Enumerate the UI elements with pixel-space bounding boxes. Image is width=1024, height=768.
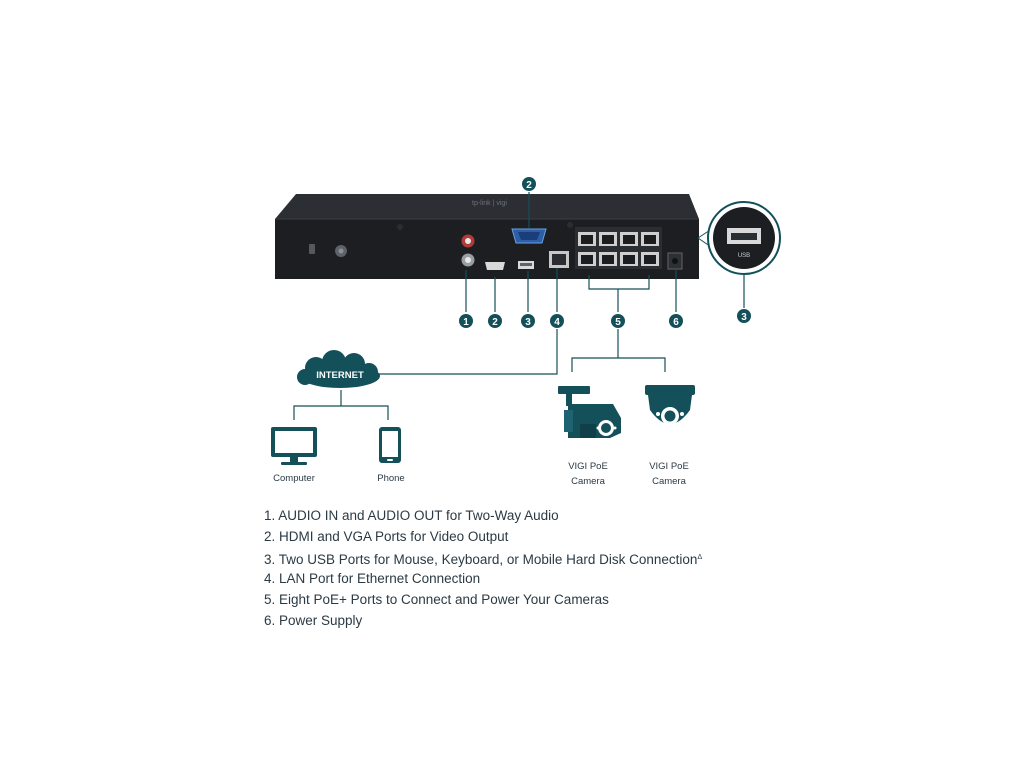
legend-item-4: 4. LAN Port for Ethernet Connection [264,571,481,586]
callout-badge-3-right: 3 [737,309,751,323]
callout-badge-1: 1 [459,314,473,328]
bullet-camera-label-line2: Camera [571,476,606,487]
internet-cloud: INTERNET [297,350,380,388]
svg-text:3: 3 [741,312,747,323]
poe-port-3 [620,232,638,246]
callout-leaders [465,192,745,312]
dome-camera-label-line1: VIGI PoE [649,461,689,472]
computer-label: Computer [273,473,315,484]
poe-port-2 [599,232,617,246]
poe-port-8 [641,252,659,266]
computer-icon [271,427,317,465]
poe-ports [575,227,662,269]
network-lines [293,329,666,420]
device-logo: tp-link | vigi [472,200,507,207]
callout-badge-6: 6 [669,314,683,328]
callout-badge-2: 2 [488,314,502,328]
phone-label: Phone [377,473,404,484]
vga-port [511,228,547,244]
legend-item-3: 3. Two USB Ports for Mouse, Keyboard, or… [264,547,702,568]
poe-port-5 [578,252,596,266]
usb-port [518,261,534,269]
port-legend: 1. AUDIO IN and AUDIO OUT for Two-Way Au… [264,505,702,631]
bullet-camera-icon [558,386,621,438]
poe-port-6 [599,252,617,266]
usb-zoom-label: USB [738,253,750,259]
legend-item-5: 5. Eight PoE+ Ports to Connect and Power… [264,592,609,607]
svg-text:3: 3 [525,317,531,328]
audio-ports [461,234,475,267]
usb-zoom: USB [697,201,781,275]
svg-text:6: 6 [673,317,679,328]
poe-port-4 [641,232,659,246]
lock-slot [309,244,315,254]
svg-text:5: 5 [615,317,621,328]
callout-badge-3: 3 [521,314,535,328]
legend-item-1: 1. AUDIO IN and AUDIO OUT for Two-Way Au… [264,508,559,523]
bullet-camera-label-line1: VIGI PoE [568,461,608,472]
dome-camera-label-line2: Camera [652,476,687,487]
legend-item-3-text: 3. Two USB Ports for Mouse, Keyboard, or… [264,552,698,567]
nvr-device: tp-link | vigi [275,194,699,279]
svg-text:1: 1 [463,317,469,328]
poe-port-7 [620,252,638,266]
internet-label: INTERNET [316,370,364,381]
power-port [667,252,683,270]
phone-icon [379,427,401,463]
svg-text:2: 2 [492,317,498,328]
svg-text:2: 2 [526,180,532,191]
poe-port-1 [578,232,596,246]
legend-item-6: 6. Power Supply [264,613,363,628]
dome-camera-icon [645,385,695,427]
lan-port [549,251,569,268]
svg-text:4: 4 [554,317,560,328]
ground-screw [335,245,347,257]
hdmi-port [485,262,505,270]
callout-badge-2-top: 2 [522,177,536,191]
legend-item-2: 2. HDMI and VGA Ports for Video Output [264,529,509,544]
footnote-mark: Δ [697,554,703,561]
callout-badge-5: 5 [611,314,625,328]
callout-badge-4: 4 [550,314,564,328]
